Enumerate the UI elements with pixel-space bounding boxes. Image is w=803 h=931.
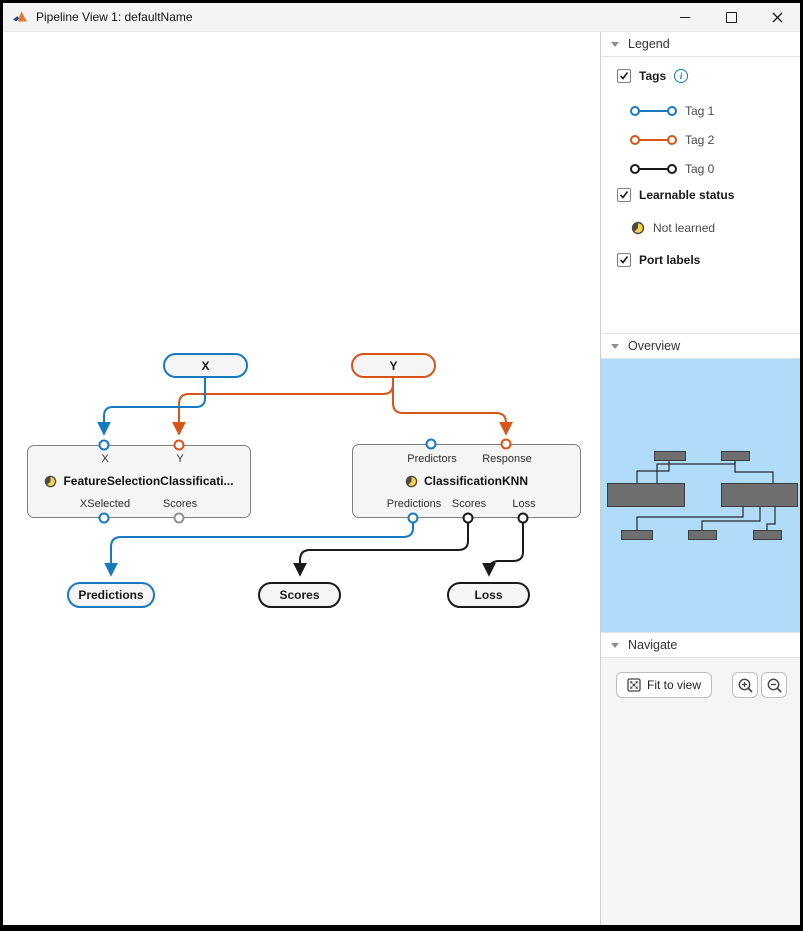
tag0-sample-icon [630,164,677,174]
tag1-sample-icon [630,106,677,116]
not-learned-clock-icon [405,475,418,487]
minimap-block-classification-knn[interactable] [721,483,798,507]
overview-header-label: Overview [628,339,681,353]
collapse-chevron-icon [611,343,619,349]
overview-minimap[interactable] [601,359,800,632]
info-icon[interactable]: i [674,69,689,83]
port-label-x: X [101,453,109,465]
pipeline-canvas[interactable]: X Y X Y FeatureSelectionClassificati... … [3,32,601,925]
block-title-row: FeatureSelectionClassificati... [28,473,250,489]
tags-row: Tags i [617,69,689,83]
tags-checkbox[interactable] [617,69,631,83]
zoom-out-button[interactable] [761,672,787,698]
pipeline-view-window: Pipeline View 1: defaultName X Y X [3,3,800,925]
learnable-status-row: Learnable status [617,188,734,202]
minimap-edges [636,461,776,530]
minimize-icon [680,16,690,18]
node-y-label: Y [389,358,398,373]
port-labels-row: Port labels [617,253,700,267]
node-scores[interactable]: Scores [258,582,341,608]
node-scores-label: Scores [279,588,320,602]
block-classification-knn[interactable]: Predictors Response ClassificationKNN Pr… [352,444,581,518]
tag2-label: Tag 2 [685,133,715,147]
minimap-node-x[interactable] [654,451,686,461]
clock-icon [631,221,645,235]
port-label-loss: Loss [512,498,536,510]
port-label-y: Y [176,453,184,465]
not-learned-row: Not learned [631,221,715,235]
title-bar: Pipeline View 1: defaultName [3,3,800,32]
collapse-chevron-icon [611,642,619,648]
legend-tag1-row: Tag 1 [630,104,714,118]
block-title-row: ClassificationKNN [353,473,580,489]
minimap-node-y[interactable] [721,451,750,461]
close-button[interactable] [754,3,800,31]
tag2-sample-icon [630,135,677,145]
block-classification-knn-title: ClassificationKNN [423,474,529,488]
fit-to-view-icon [627,678,641,692]
not-learned-clock-icon [45,475,57,487]
tag1-label: Tag 1 [685,104,715,118]
collapse-chevron-icon [611,41,619,47]
not-learned-label: Not learned [653,221,716,235]
zoom-in-icon [738,678,753,693]
port-label-xselected: XSelected [79,498,131,510]
node-x-label: X [201,358,210,373]
block-feature-selection[interactable]: X Y FeatureSelectionClassificati... XSel… [27,445,251,518]
minimize-button[interactable] [662,3,708,31]
navigate-header-label: Navigate [628,638,678,652]
edge-knn-loss-to-loss[interactable] [482,523,524,577]
port-label-scores-fs: Scores [162,498,198,510]
tags-label: Tags [639,69,667,83]
minimap-node-loss[interactable] [753,530,782,540]
node-loss[interactable]: Loss [447,582,530,608]
node-y[interactable]: Y [351,353,436,378]
edge-knn-predictions-to-predictions[interactable] [104,523,414,577]
port-labels-label: Port labels [639,253,701,267]
port-label-predictions: Predictions [386,498,442,510]
port-label-response: Response [482,453,532,465]
minimap-block-feature-selection[interactable] [607,483,685,507]
sidebar: Legend Tags i Tag 1 Tag 2 [601,32,800,925]
fit-to-view-label: Fit to view [647,678,702,692]
maximize-icon [725,11,737,23]
matlab-logo-icon [13,11,27,22]
close-icon [772,12,782,22]
legend-body: Tags i Tag 1 Tag 2 Tag 0 [601,57,800,333]
learnable-status-label: Learnable status [639,188,735,202]
learnable-status-checkbox[interactable] [617,188,631,202]
node-x[interactable]: X [163,353,248,378]
port-label-predictors: Predictors [407,453,457,465]
minimap-node-predictions[interactable] [621,530,653,540]
edge-x-to-fs-x[interactable] [97,378,206,436]
legend-tag0-row: Tag 0 [630,162,714,176]
node-predictions-label: Predictions [78,588,144,602]
edge-y-to-knn-response[interactable] [392,378,513,436]
navigate-section-header[interactable]: Navigate [601,632,800,658]
edge-y-to-fs-y[interactable] [172,378,394,436]
tag0-label: Tag 0 [685,162,715,176]
maximize-button[interactable] [708,3,754,31]
legend-section-header[interactable]: Legend [601,32,800,57]
node-predictions[interactable]: Predictions [67,582,155,608]
node-loss-label: Loss [474,588,503,602]
window-title: Pipeline View 1: defaultName [36,10,193,24]
block-feature-selection-title: FeatureSelectionClassificati... [63,474,234,488]
minimap-node-scores[interactable] [688,530,717,540]
zoom-in-button[interactable] [732,672,758,698]
fit-to-view-button[interactable]: Fit to view [616,672,713,698]
zoom-out-icon [767,678,782,693]
legend-tag2-row: Tag 2 [630,133,714,147]
legend-header-label: Legend [628,37,670,51]
port-labels-checkbox[interactable] [617,253,631,267]
edge-knn-scores-to-scores[interactable] [293,523,469,577]
overview-section-header[interactable]: Overview [601,333,800,359]
navigate-body: Fit to view [601,658,800,925]
port-label-scores-knn: Scores [451,498,487,510]
